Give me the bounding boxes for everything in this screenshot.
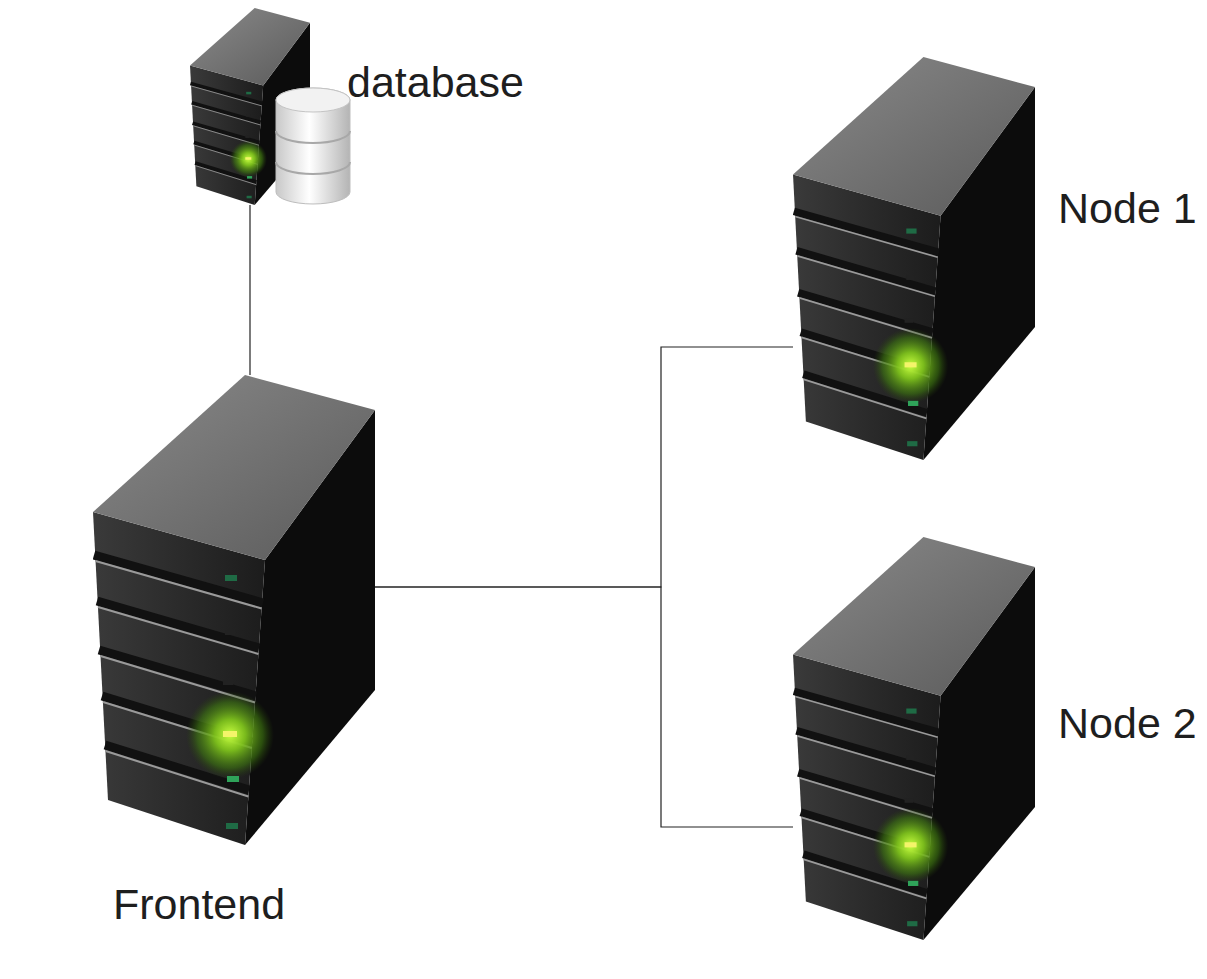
network-link [375, 347, 793, 587]
server-node: database [190, 8, 310, 205]
server-label: Node 1 [1058, 184, 1197, 233]
server-node: Node 2 [793, 537, 1035, 940]
server-node: Node 1 [793, 57, 1035, 460]
database-cylinder [276, 88, 350, 204]
server-label: Node 2 [1058, 699, 1197, 748]
server-label: database [347, 58, 524, 107]
network-link [375, 587, 793, 827]
server-node: Frontend [93, 375, 375, 935]
network-link [250, 205, 251, 375]
server-label: Frontend [113, 880, 285, 929]
